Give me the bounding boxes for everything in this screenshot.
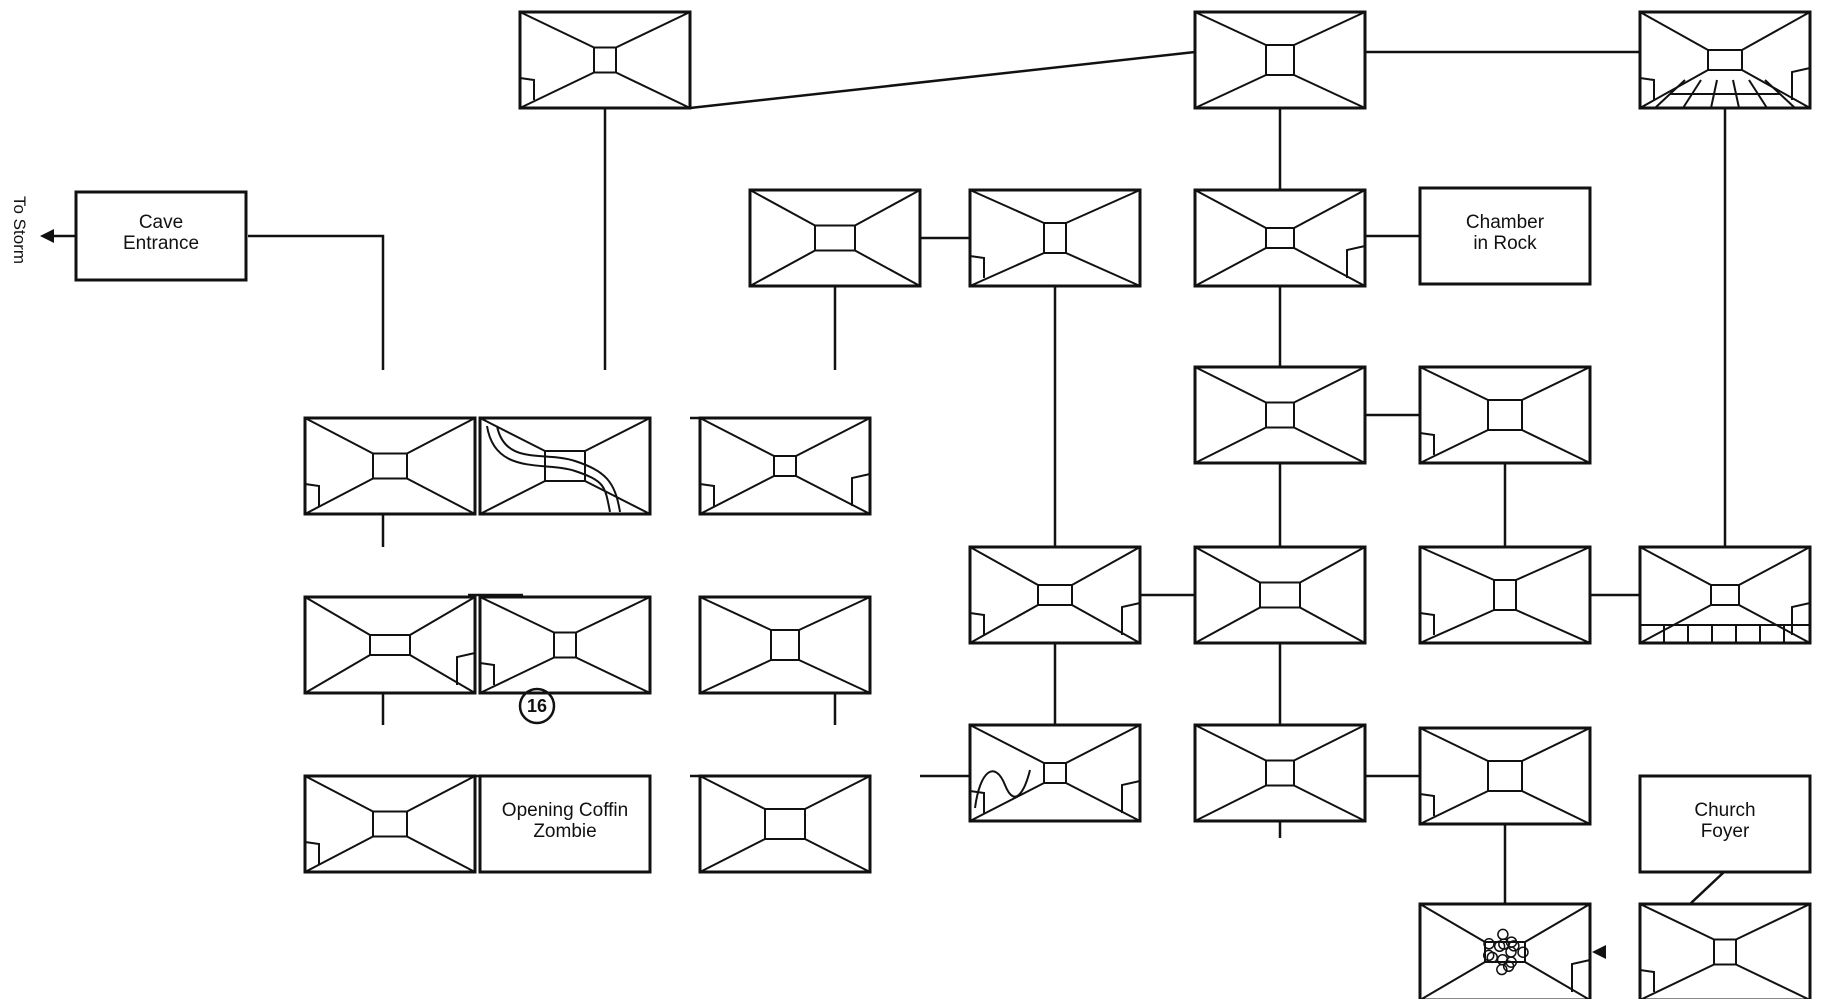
corridor-room	[303, 774, 477, 874]
marker-number: 16	[527, 696, 547, 716]
corridor-room	[1418, 902, 1592, 999]
corridor-room	[1193, 188, 1367, 288]
corridor-room	[968, 545, 1142, 645]
room-label: Church	[1694, 800, 1755, 821]
corridor-room	[1638, 545, 1812, 645]
room-label: in Rock	[1473, 233, 1537, 254]
corridor-room	[1418, 545, 1592, 645]
corridor-room	[478, 595, 652, 695]
corridor-room	[1418, 726, 1592, 826]
corridor-room	[1193, 365, 1367, 465]
room-label: Entrance	[123, 233, 199, 254]
corridor-room	[1193, 545, 1367, 645]
room-label: Foyer	[1701, 821, 1750, 842]
connection-line	[248, 234, 385, 370]
corridor-room	[698, 774, 872, 874]
room-label: Opening Coffin	[502, 800, 628, 821]
extras: 16	[486, 79, 1810, 976]
room-label: Chamber	[1466, 212, 1545, 233]
entry-arrow	[1592, 945, 1606, 959]
exit-label: To Storm	[10, 196, 29, 264]
connection-line	[689, 50, 1196, 110]
corridor-room	[303, 595, 477, 695]
corridor-room	[1418, 365, 1592, 465]
corridor-room	[748, 188, 922, 288]
corridor-room	[1193, 723, 1367, 823]
corridor-room	[478, 416, 652, 516]
room-label: Cave	[139, 212, 183, 233]
exit-arrow	[40, 229, 54, 243]
marker-16: 16	[518, 687, 556, 725]
corridor-room	[698, 416, 872, 516]
corridor-room	[1638, 902, 1812, 999]
corridor-room	[303, 416, 477, 516]
corridor-room	[968, 188, 1142, 288]
corridor-room	[698, 595, 872, 695]
room-label: Zombie	[533, 821, 596, 842]
corridor-room	[518, 10, 692, 110]
corridor-room	[1193, 10, 1367, 110]
